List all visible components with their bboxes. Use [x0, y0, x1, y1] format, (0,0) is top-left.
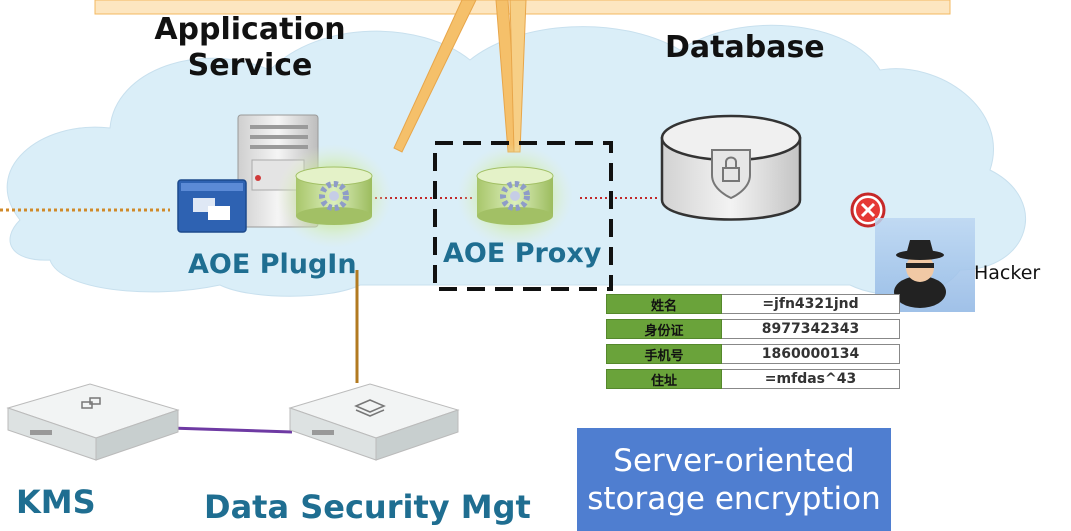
proxy-boundary	[433, 141, 613, 291]
beam-source	[94, 0, 951, 153]
table-key-cell: 姓名	[606, 294, 722, 314]
table-row: 姓名 =jfn4321jnd	[606, 294, 900, 314]
database-lock-icon	[660, 114, 802, 221]
encrypted-data-table: 姓名 =jfn4321jnd 身份证 8977342343 手机号 186000…	[606, 294, 900, 394]
callout-box: Server-oriented storage encryption	[577, 428, 891, 531]
hacker-label: Hacker	[974, 262, 1041, 284]
data-security-mgt-label: Data Security Mgt	[204, 488, 531, 526]
table-value-cell: 1860000134	[722, 344, 900, 364]
window-icon	[177, 179, 247, 233]
error-x-icon	[850, 192, 886, 228]
callout-line2: storage encryption	[587, 480, 881, 517]
callout-line1: Server-oriented	[613, 442, 855, 479]
table-value-cell: 8977342343	[722, 319, 900, 339]
table-row: 住址 =mfdas^43	[606, 369, 900, 389]
table-key-cell: 手机号	[606, 344, 722, 364]
table-key-cell: 住址	[606, 369, 722, 389]
aoe-proxy-label: AOE Proxy	[443, 238, 602, 269]
gear-cylinder-icon	[457, 144, 573, 248]
appliance-icon	[288, 383, 460, 461]
database-label: Database	[665, 30, 825, 65]
kms-label: KMS	[16, 483, 96, 521]
application-service-line2: Service	[187, 48, 313, 83]
table-value-cell: =jfn4321jnd	[722, 294, 900, 314]
application-service-line1: Application	[154, 12, 346, 47]
table-row: 手机号 1860000134	[606, 344, 900, 364]
appliance-icon	[6, 383, 180, 461]
table-value-cell: =mfdas^43	[722, 369, 900, 389]
kms-mgt-link	[169, 426, 293, 434]
aoe-plugin-label: AOE PlugIn	[188, 249, 357, 280]
table-row: 身份证 8977342343	[606, 319, 900, 339]
table-key-cell: 身份证	[606, 319, 722, 339]
gear-cylinder-icon	[276, 144, 392, 248]
application-service-label: Application Service	[140, 12, 360, 84]
hacker-icon	[875, 218, 975, 312]
